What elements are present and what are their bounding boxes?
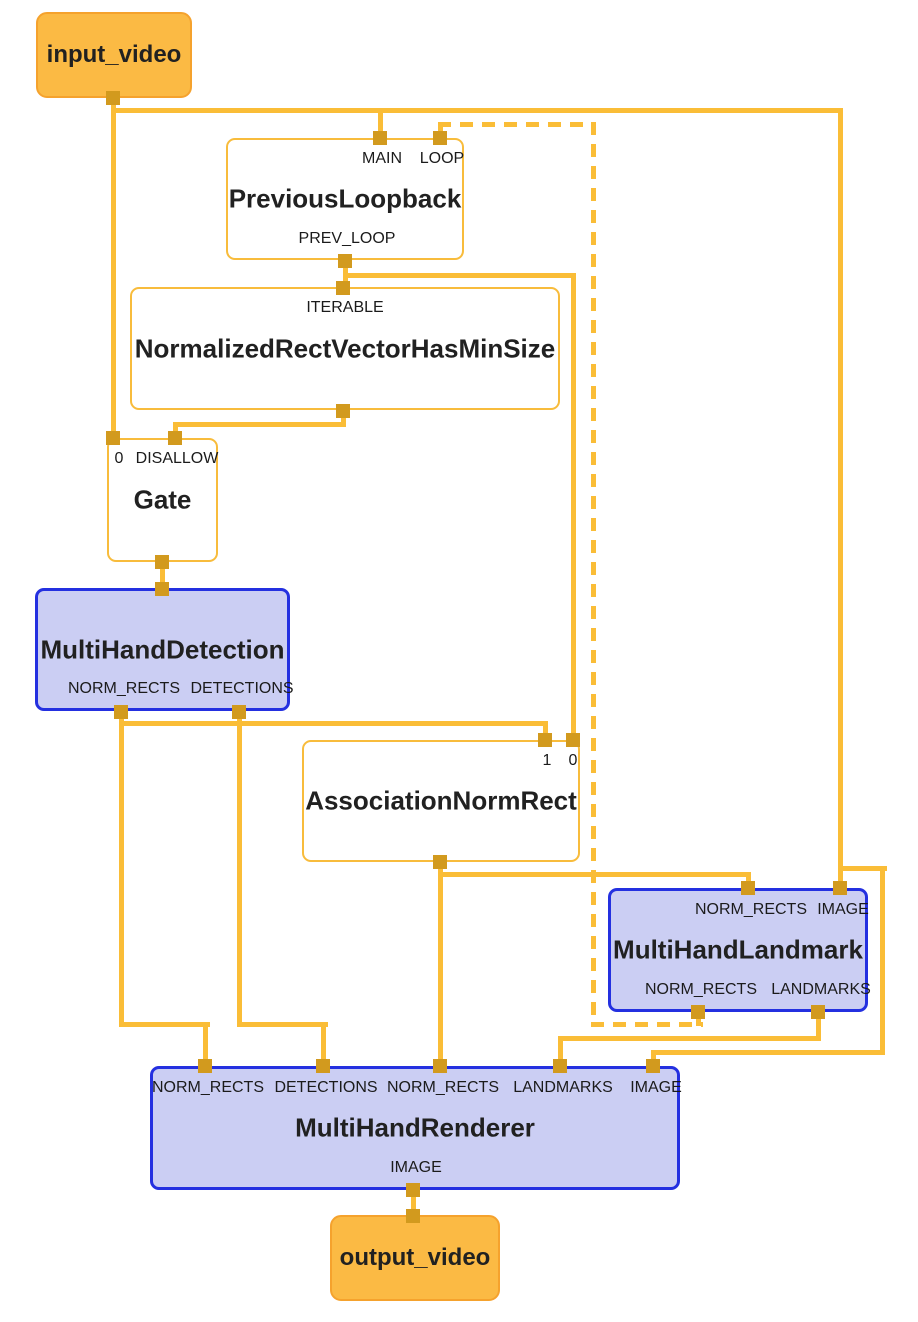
edge-landmarks-out-v	[816, 1010, 821, 1040]
port-detection-detections	[232, 705, 246, 719]
node-title: output_video	[339, 1244, 491, 1271]
edge-prevloop-to-association-0	[571, 273, 576, 742]
node-multi-hand-renderer[interactable]: NORM_RECTS DETECTIONS NORM_RECTS LANDMAR…	[150, 1066, 682, 1190]
port-label-iterable: ITERABLE	[306, 299, 384, 316]
port-renderer-landmarks	[553, 1059, 567, 1073]
node-gate[interactable]: 0 DISALLOW Gate	[107, 438, 218, 562]
port-label-0: 0	[568, 752, 578, 769]
node-multi-hand-landmark[interactable]: NORM_RECTS IMAGE MultiHandLandmark NORM_…	[608, 888, 871, 1012]
node-normalized-rect-vector-has-min-size[interactable]: ITERABLE NormalizedRectVectorHasMinSize	[130, 287, 560, 410]
edge-image-bus-vertical	[838, 108, 843, 890]
port-gate-out	[155, 555, 169, 569]
edge-normrects-to-association-1-h	[119, 721, 548, 726]
edge-prevloop-branch-h	[343, 273, 576, 278]
port-input-video-out	[106, 91, 120, 105]
edge-loopback-dashed-top-h	[438, 122, 594, 127]
port-landmark-norm-rects-out	[691, 1005, 705, 1019]
node-title: MultiHandLandmark	[613, 934, 863, 965]
node-title: MultiHandDetection	[40, 634, 285, 664]
edge-normrects-to-renderer-v2	[203, 1022, 208, 1068]
node-multi-hand-detection[interactable]: MultiHandDetection NORM_RECTS DETECTIONS	[35, 588, 294, 711]
port-label-norm-rects-out: NORM_RECTS	[644, 981, 758, 998]
edge-normrects-to-association-1-v	[543, 721, 548, 742]
edge-image-branch-h	[838, 866, 887, 871]
edge-minsize-to-disallow-h	[173, 422, 346, 427]
edge-input-video-to-gate-0	[111, 96, 116, 440]
port-detection-norm-rects	[114, 705, 128, 719]
edge-renderer-to-output-video	[411, 1188, 416, 1218]
port-label-norm-rects: NORM_RECTS	[67, 680, 181, 697]
edge-loopback-dashed-v	[591, 122, 596, 1027]
port-renderer-norm-rects-2	[433, 1059, 447, 1073]
edge-normrects-to-renderer-h	[119, 1022, 210, 1027]
port-association-out	[433, 855, 447, 869]
port-label-image-out: IMAGE	[390, 1159, 442, 1176]
port-renderer-image-out	[406, 1183, 420, 1197]
port-association-1	[538, 733, 552, 747]
port-previous-loopback-prev-loop	[338, 254, 352, 268]
port-label-landmarks-out: LANDMARKS	[771, 981, 871, 998]
edge-image-to-renderer-h	[651, 1050, 885, 1055]
port-label-norm-rects-in: NORM_RECTS	[694, 901, 808, 918]
port-renderer-norm-rects-1	[198, 1059, 212, 1073]
edge-gate-to-detection	[160, 562, 165, 590]
port-landmark-norm-rects-in	[741, 881, 755, 895]
port-label-0: 0	[114, 450, 124, 467]
node-title: AssociationNormRect	[305, 785, 577, 816]
edge-normrects-to-renderer-v1	[119, 710, 124, 1027]
port-label-prev-loop: PREV_LOOP	[298, 230, 396, 247]
node-title: PreviousLoopback	[228, 183, 462, 214]
port-label-image-in: IMAGE	[817, 901, 869, 918]
edge-detections-to-renderer-v1	[237, 710, 242, 1027]
port-minsize-iterable	[336, 281, 350, 295]
port-landmark-image-in	[833, 881, 847, 895]
edge-top-bus-horizontal	[111, 108, 843, 113]
node-association-norm-rect[interactable]: 1 0 AssociationNormRect	[302, 740, 580, 862]
port-minsize-out	[336, 404, 350, 418]
port-gate-0	[106, 431, 120, 445]
edge-stub-to-main	[378, 108, 383, 140]
port-label-norm-rects-1: NORM_RECTS	[151, 1079, 265, 1096]
node-input-video[interactable]: input_video	[36, 12, 192, 98]
edge-image-to-renderer-v1	[880, 866, 885, 1055]
port-label-landmarks: LANDMARKS	[513, 1079, 613, 1096]
port-label-detections: DETECTIONS	[190, 680, 294, 697]
port-label-norm-rects-2: NORM_RECTS	[386, 1079, 500, 1096]
port-previous-loopback-loop	[433, 131, 447, 145]
edge-detections-to-renderer-h	[237, 1022, 328, 1027]
node-title: NormalizedRectVectorHasMinSize	[134, 333, 556, 363]
port-renderer-image-in	[646, 1059, 660, 1073]
port-renderer-detections	[316, 1059, 330, 1073]
port-label-detections: DETECTIONS	[274, 1079, 378, 1096]
node-previous-loopback[interactable]: MAIN LOOP PreviousLoopback PREV_LOOP	[226, 138, 464, 260]
edge-loopback-dashed-bottom-h	[591, 1022, 703, 1027]
node-title: MultiHandRenderer	[295, 1112, 535, 1143]
port-association-0	[566, 733, 580, 747]
port-previous-loopback-main	[373, 131, 387, 145]
edge-association-to-renderer-v	[438, 860, 443, 1068]
port-detection-in	[155, 582, 169, 596]
port-output-video-in	[406, 1209, 420, 1223]
node-title: input_video	[46, 41, 182, 68]
node-title: Gate	[133, 484, 192, 515]
node-output-video[interactable]: output_video	[330, 1215, 500, 1301]
edge-detections-to-renderer-v2	[321, 1022, 326, 1068]
port-label-image-in: IMAGE	[630, 1079, 682, 1096]
port-label-loop: LOOP	[419, 150, 465, 167]
port-label-disallow: DISALLOW	[135, 450, 219, 467]
port-label-1: 1	[542, 752, 552, 769]
port-gate-disallow	[168, 431, 182, 445]
port-landmark-landmarks-out	[811, 1005, 825, 1019]
port-label-main: MAIN	[362, 150, 402, 167]
edge-landmarks-to-renderer-h	[558, 1036, 821, 1041]
edge-landmarks-to-renderer-v	[558, 1036, 563, 1068]
